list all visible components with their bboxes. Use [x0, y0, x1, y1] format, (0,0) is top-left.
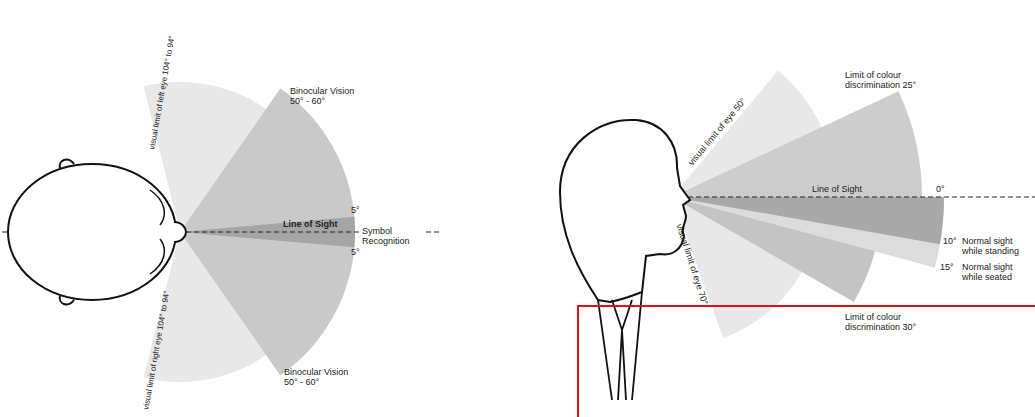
field-label: Normal sight while seated	[962, 262, 1032, 283]
colour-field-upper	[672, 91, 922, 197]
head-top-view	[8, 160, 186, 305]
highlight-frame	[578, 306, 1035, 417]
sight-line	[640, 197, 1035, 198]
field-label: Limit of colour discrimination 25°	[845, 70, 927, 91]
sight-label: Line of Sight	[812, 184, 862, 194]
head-profile	[560, 120, 690, 302]
seated-sight	[672, 197, 944, 267]
field-label: Normal sight while standing	[962, 236, 1032, 257]
standing-sight	[672, 197, 944, 244]
field-label: Limit of colour discrimination 30°	[845, 312, 927, 333]
angle-label: 5°	[351, 247, 360, 257]
sight-label: Line of Sight	[283, 219, 338, 229]
angle-label: 15°	[940, 262, 954, 272]
field-label: Symbol Recognition	[360, 226, 426, 247]
field-label: Binocular Vision 50° - 60°	[290, 86, 370, 107]
collar	[598, 292, 642, 400]
angle-label: 0°	[936, 184, 945, 194]
field-label: Binocular Vision 50° - 60°	[284, 367, 364, 388]
angle-label: 10°	[943, 236, 957, 246]
angle-label: 5°	[351, 205, 360, 215]
